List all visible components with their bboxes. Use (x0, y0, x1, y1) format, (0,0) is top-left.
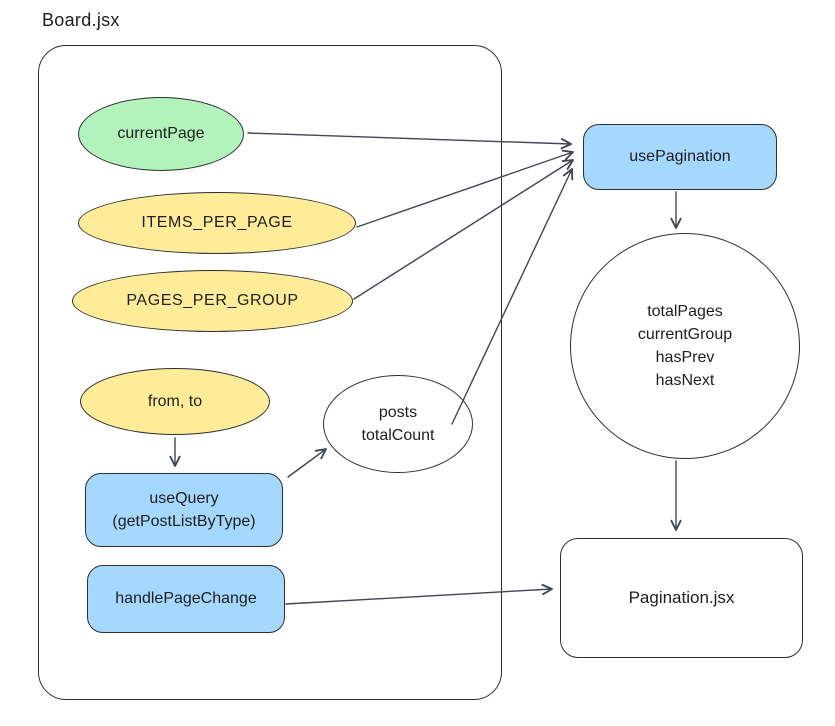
node-pagination-jsx: Pagination.jsx (560, 538, 803, 658)
board-title: Board.jsx (42, 10, 120, 30)
node-items-per-page: ITEMS_PER_PAGE (78, 192, 356, 254)
node-pagination-jsx-label: Pagination.jsx (628, 587, 735, 607)
node-pagination-result: totalPages currentGroup hasPrev hasNext (570, 233, 800, 459)
node-total-count-line: totalCount (361, 427, 435, 444)
pagination-result-line-has-prev: hasPrev (655, 349, 715, 366)
node-handle-page-change-label: handlePageChange (115, 590, 257, 608)
node-use-query: useQuery (getPostListByType) (85, 473, 283, 547)
node-use-query-label: useQuery (149, 489, 219, 507)
node-posts-total-count: posts totalCount (323, 375, 473, 473)
node-items-per-page-label: ITEMS_PER_PAGE (141, 214, 293, 232)
node-use-pagination-label: usePagination (629, 148, 731, 166)
node-use-pagination: usePagination (583, 124, 777, 190)
node-pages-per-group: PAGES_PER_GROUP (72, 270, 353, 332)
node-from-to-label: from, to (147, 392, 203, 410)
pagination-result-line-has-next: hasNext (655, 372, 715, 390)
node-current-page-label: currentPage (117, 125, 205, 143)
pagination-result-line-current-group: currentGroup (637, 325, 733, 343)
node-posts-line: posts (378, 403, 418, 421)
node-pages-per-group-label: PAGES_PER_GROUP (126, 292, 299, 310)
node-current-page: currentPage (78, 97, 244, 171)
node-use-query-sublabel: (getPostListByType) (112, 513, 256, 530)
node-handle-page-change: handlePageChange (87, 565, 285, 633)
pagination-result-line-total-pages: totalPages (647, 302, 723, 320)
node-from-to: from, to (80, 368, 270, 435)
